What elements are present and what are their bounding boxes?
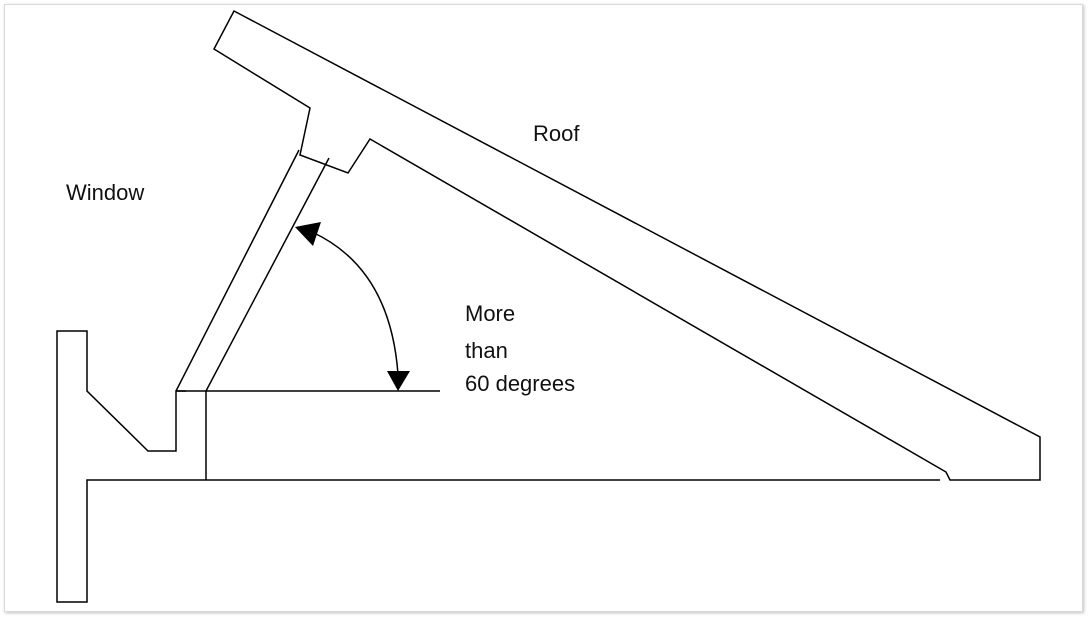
- angle-label-line3: 60 degrees: [465, 371, 576, 396]
- window-label: Window: [66, 180, 145, 205]
- angle-label-line2: than: [465, 338, 508, 363]
- angle-label-line1: More: [465, 301, 516, 326]
- window-pane-inner: [205, 157, 330, 392]
- window-pane-outer: [175, 149, 300, 392]
- roof-beam-outline: [213, 9, 1041, 481]
- wall-outline: [56, 330, 940, 603]
- angle-arrowhead-top: [295, 222, 321, 246]
- angle-arrowhead-bottom: [387, 371, 410, 391]
- roof-label: Roof: [533, 121, 580, 146]
- angle-arc: [311, 231, 399, 375]
- diagram-frame: [4, 4, 1083, 612]
